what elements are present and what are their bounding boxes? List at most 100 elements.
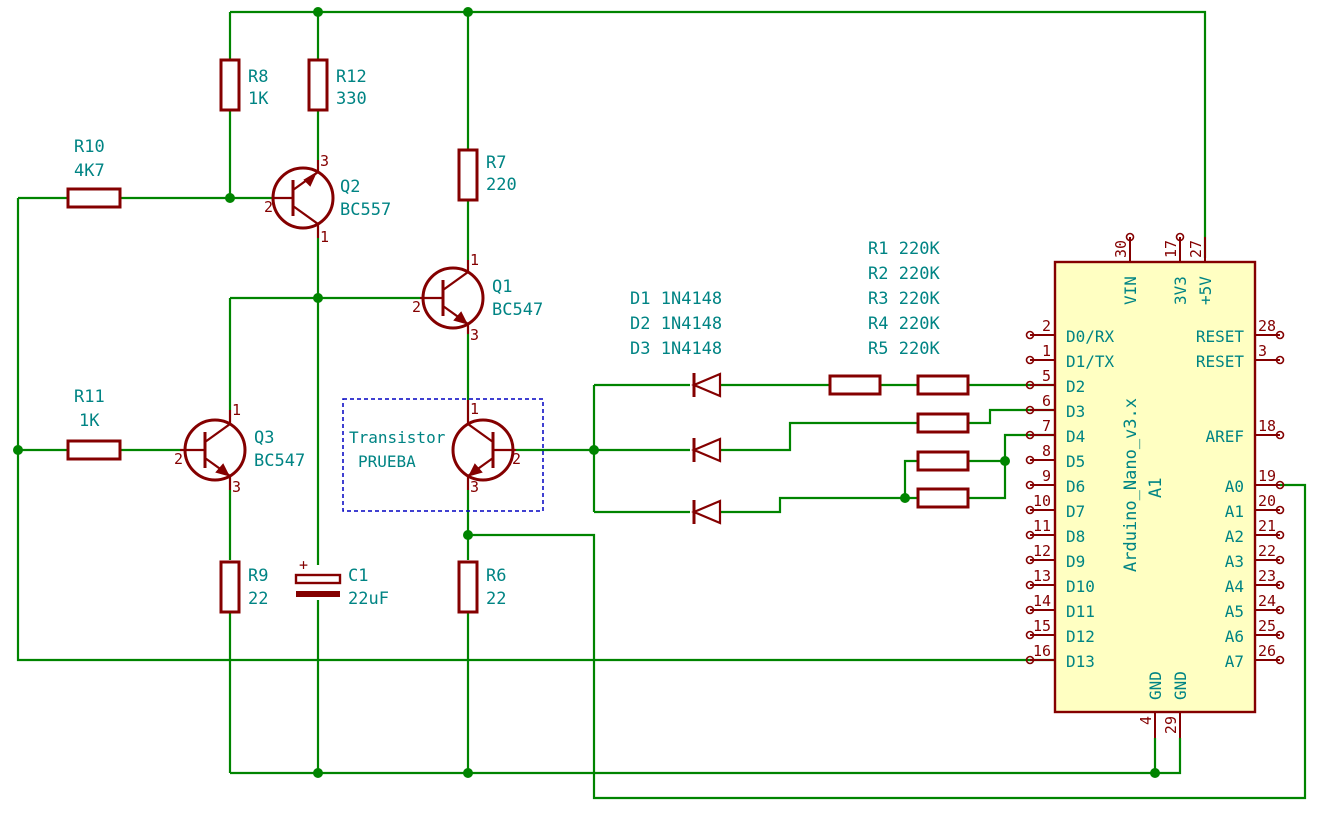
pin-number-29: 29 — [1162, 716, 1180, 734]
svg-text:1: 1 — [470, 400, 479, 418]
pin-number-15: 15 — [1033, 617, 1051, 635]
pin-name-17: 3V3 — [1171, 276, 1190, 305]
svg-text:2: 2 — [412, 298, 421, 316]
pin-name-30: VIN — [1121, 276, 1140, 305]
arduino-ref: A1 — [1146, 478, 1166, 498]
r1-ref: R1 — [868, 239, 888, 259]
pin-dot-right-26 — [1275, 655, 1285, 665]
r5-value: 220K — [899, 339, 941, 359]
r2-value: 220K — [899, 264, 941, 284]
r5-ref: R5 — [868, 339, 888, 359]
diode-d3 — [691, 499, 722, 525]
pin-dot-right-3 — [1275, 355, 1285, 365]
d2-value: 1N4148 — [661, 314, 722, 334]
pin-number-5: 5 — [1042, 367, 1051, 385]
r11-value: 1K — [79, 411, 100, 431]
pin-name-4: GND — [1146, 671, 1165, 700]
svg-text:R4 220K: R4 220K — [868, 314, 940, 334]
svg-text:D2 1N4148: D2 1N4148 — [630, 314, 722, 334]
transistor-q1: 1 2 3 Q1 BC547 — [412, 251, 543, 344]
pin-number-6: 6 — [1042, 392, 1051, 410]
pin-dot-right-18 — [1275, 430, 1285, 440]
r11-ref: R11 — [74, 387, 105, 407]
q1-ref: Q1 — [492, 277, 512, 297]
r8-ref: R8 — [248, 67, 268, 87]
resistor-r7: R7 220 — [457, 148, 517, 202]
pin-name-28: RESET — [1196, 327, 1245, 346]
pin-number-18: 18 — [1258, 417, 1276, 435]
pin-dot-right-21 — [1275, 530, 1285, 540]
resistor-r4 — [916, 450, 970, 472]
pin-name-15: D12 — [1066, 627, 1095, 646]
pin-dot-left-2 — [1025, 330, 1035, 340]
pin-dot-left-5 — [1025, 380, 1035, 390]
r3-ref: R3 — [868, 289, 888, 309]
pin-dot-right-23 — [1275, 580, 1285, 590]
pin-dot-left-8 — [1025, 455, 1035, 465]
pin-name-26: A7 — [1225, 652, 1244, 671]
pin-number-14: 14 — [1033, 592, 1051, 610]
q3-ref: Q3 — [254, 428, 274, 448]
pin-name-19: A0 — [1225, 477, 1244, 496]
svg-text:3: 3 — [470, 478, 479, 496]
svg-text:2: 2 — [512, 450, 521, 468]
pin-dot-right-25 — [1275, 630, 1285, 640]
pin-number-13: 13 — [1033, 567, 1051, 585]
r6-ref: R6 — [486, 566, 506, 586]
pin-name-29: GND — [1171, 671, 1190, 700]
r9-value: 22 — [248, 589, 268, 609]
d3-value: 1N4148 — [661, 339, 722, 359]
arduino-pins: 2D0/RX1D1/TX5D26D37D48D59D610D711D812D91… — [1025, 232, 1285, 738]
r7-ref: R7 — [486, 153, 506, 173]
r3-value: 220K — [899, 289, 941, 309]
r10-value: 4K7 — [74, 161, 105, 181]
pin-number-22: 22 — [1258, 542, 1276, 560]
q2-value: BC557 — [340, 200, 391, 220]
pin-dot-right-20 — [1275, 505, 1285, 515]
pin-number-12: 12 — [1033, 542, 1051, 560]
r7-value: 220 — [486, 175, 517, 195]
pin-dot-left-15 — [1025, 630, 1035, 640]
resistor-r12: R12 330 — [307, 58, 367, 112]
pin-name-18: AREF — [1205, 427, 1244, 446]
resistor-r6: R6 22 — [457, 560, 506, 614]
pin-number-27: 27 — [1187, 240, 1205, 258]
pin-number-23: 23 — [1258, 567, 1276, 585]
junctions — [13, 7, 1160, 778]
pin-name-9: D6 — [1066, 477, 1085, 496]
pin-name-21: A2 — [1225, 527, 1244, 546]
capacitor-c1: + C1 22uF — [294, 556, 389, 609]
pin-number-9: 9 — [1042, 467, 1051, 485]
transistor-q2: 3 2 1 Q2 BC557 — [264, 152, 391, 246]
pin-name-22: A3 — [1225, 552, 1244, 571]
pin-number-20: 20 — [1258, 492, 1276, 510]
resistor-r5 — [916, 487, 970, 509]
r10-ref: R10 — [74, 137, 105, 157]
pin-number-11: 11 — [1033, 517, 1051, 535]
resistor-r3 — [916, 412, 970, 434]
pin-dot-left-11 — [1025, 530, 1035, 540]
pin-number-17: 17 — [1162, 240, 1180, 258]
pin-number-24: 24 — [1258, 592, 1276, 610]
pin-number-25: 25 — [1258, 617, 1276, 635]
pin-dot-right-19 — [1275, 480, 1285, 490]
pin-number-26: 26 — [1258, 642, 1276, 660]
pin-dot-left-6 — [1025, 405, 1035, 415]
pin-dot-left-13 — [1025, 580, 1035, 590]
pin-number-7: 7 — [1042, 417, 1051, 435]
wires — [16, 10, 1307, 800]
transistor-under-test: 1 2 3 — [451, 400, 521, 496]
pin-name-25: A6 — [1225, 627, 1244, 646]
pin-number-21: 21 — [1258, 517, 1276, 535]
pin-name-14: D11 — [1066, 602, 1095, 621]
d3-ref: D3 — [630, 339, 650, 359]
svg-text:D1 1N4148: D1 1N4148 — [630, 289, 722, 309]
pin-dot-left-1 — [1025, 355, 1035, 365]
c1-ref: C1 — [348, 566, 368, 586]
r1-value: 220K — [899, 239, 941, 259]
svg-text:3: 3 — [320, 152, 329, 170]
r4-value: 220K — [899, 314, 941, 334]
pin-number-30: 30 — [1112, 240, 1130, 258]
transistor-q3: 1 2 3 Q3 BC547 — [174, 401, 305, 496]
svg-text:R3 220K: R3 220K — [868, 289, 940, 309]
